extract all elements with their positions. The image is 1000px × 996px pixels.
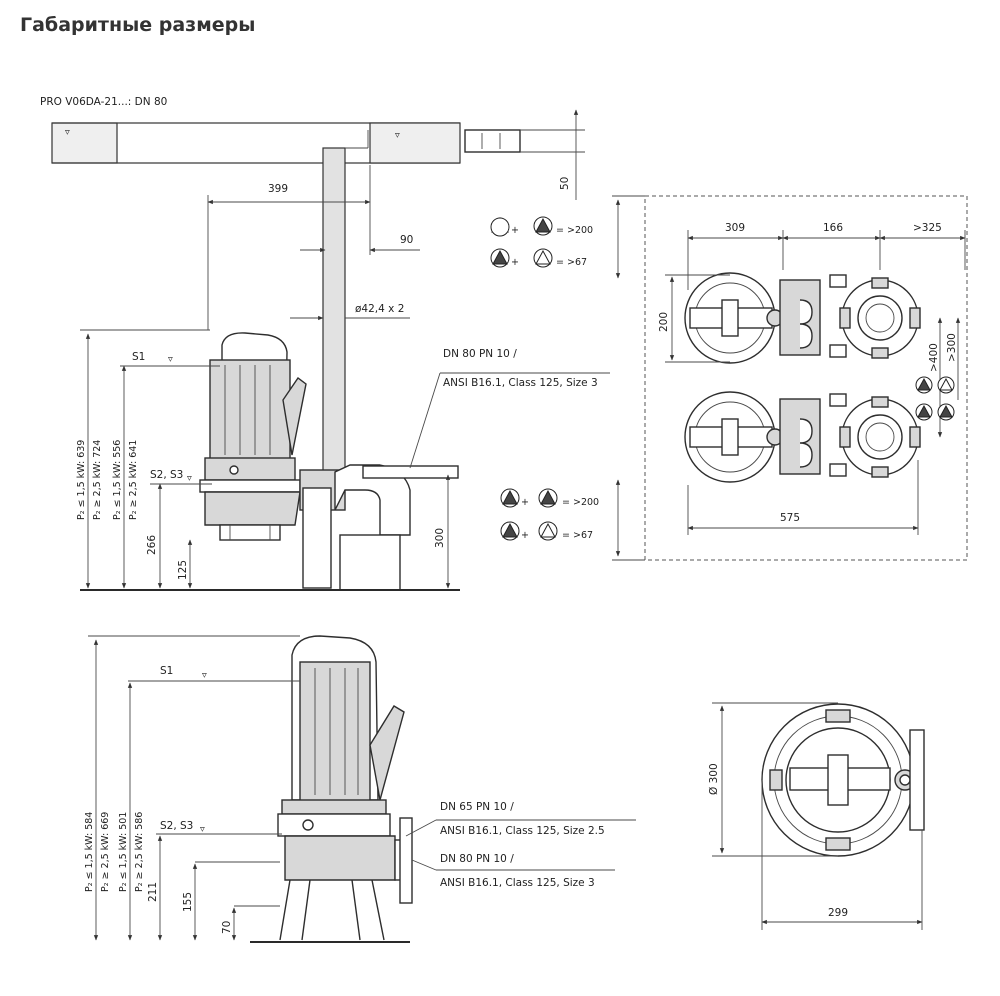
pipe-diameter: ø42,4 x 2 [355,303,404,315]
floor-slab-left [51,122,118,164]
flange-callout-a2: ANSI B16.1, Class 125, Size 2.5 [440,825,605,837]
dim-400: >400 [928,343,940,372]
dim-125: 125 [177,560,189,580]
dim-diameter: Ø 300 [708,763,720,795]
dim-266: 266 [146,535,158,555]
pump-hydraulic [204,491,301,526]
svg-text:+: + [511,257,519,268]
svg-text:+: + [511,225,519,236]
svg-text:▿: ▿ [395,130,400,141]
pump-feet [219,524,281,541]
svg-text:+: + [521,497,529,508]
dim-200: 200 [658,312,670,332]
dim-299: 299 [828,907,848,919]
level-s1: S1 [132,351,145,363]
dim-155: 155 [182,892,194,912]
pump-hydraulic-2 [284,835,396,881]
svg-text:▿: ▿ [202,670,207,681]
dim-50: 50 [559,177,571,190]
svg-text:▿: ▿ [187,473,192,484]
dim-575: 575 [780,512,800,524]
level-s1-2: S1 [160,665,173,677]
level-s2-s3-2: S2, S3 [160,820,193,832]
floor-slab-right [369,122,461,164]
base-flange [909,729,925,831]
clearance-legend-bottom: + = >200 + = >67 [500,488,599,541]
upper-bracket [464,129,521,153]
vert-label-b2: P₂ ≥ 2,5 kW: 669 [100,812,111,892]
vert-label-2: P₂ ≥ 2,5 kW: 724 [92,440,103,520]
svg-text:= >200: = >200 [562,497,599,508]
svg-text:+: + [521,530,529,541]
installation-section-view: PRO V06DA-21...: DN 80 ▿ ▿ 50 399 90 ø42 [40,96,610,591]
svg-text:▿: ▿ [168,354,173,365]
flange-callout-1: DN 80 PN 10 / [443,348,517,360]
discharge-flange-2 [399,817,413,904]
dim-90: 90 [400,234,413,246]
freestanding-pump-view: S1 ▿ S2, S3 ▿ P₂ ≤ 1,5 kW: 584 P₂ ≥ 2,5 … [84,635,636,943]
pump-plan-2 [684,391,921,483]
dim-300-plan: >300 [946,333,958,362]
flange-callout-b1: DN 80 PN 10 / [440,853,514,865]
vert-label-b1: P₂ ≤ 1,5 kW: 584 [84,812,95,892]
dim-309: 309 [725,222,745,234]
svg-text:= >200: = >200 [556,225,593,236]
round-base-view: Ø 300 299 [708,702,925,930]
base-foot [302,487,332,589]
pump-plan-1 [684,272,921,364]
vert-label-b4: P₂ ≥ 2,5 kW: 586 [134,812,145,892]
page-title: Габаритные размеры [20,14,256,36]
svg-text:▿: ▿ [200,824,205,835]
model-label: PRO V06DA-21...: DN 80 [40,96,167,108]
dim-300: 300 [434,528,446,548]
cable-inlet-2 [369,705,405,801]
svg-text:= >67: = >67 [562,530,593,541]
flange-callout-b2: ANSI B16.1, Class 125, Size 3 [440,877,595,889]
sump-outline [644,195,968,561]
dim-399: 399 [268,183,288,195]
level-s2-s3: S2, S3 [150,469,183,481]
pump-motor [209,359,291,461]
cable-inlet [282,377,307,456]
flange-callout-2: ANSI B16.1, Class 125, Size 3 [443,377,598,389]
svg-text:▿: ▿ [65,127,70,138]
plan-view: + = >200 + = >67 309 166 >325 [490,195,968,561]
pump-motor-2 [299,661,371,803]
clearance-legend-top: + = >200 + = >67 [490,216,593,268]
guide-pipe [322,147,346,479]
flange-callout-a1: DN 65 PN 10 / [440,801,514,813]
dim-325: >325 [913,222,942,234]
svg-text:= >67: = >67 [556,257,587,268]
pump-stand-legs [279,879,385,941]
vert-label-1: P₂ ≤ 1,5 kW: 639 [76,440,87,520]
vert-label-b3: P₂ ≤ 1,5 kW: 501 [118,812,129,892]
vert-label-4: P₂ ≥ 2,5 kW: 641 [128,440,139,520]
dim-211: 211 [147,882,159,902]
dim-70: 70 [221,921,233,934]
dim-166: 166 [823,222,843,234]
vert-label-3: P₂ ≤ 1,5 kW: 556 [112,440,123,520]
